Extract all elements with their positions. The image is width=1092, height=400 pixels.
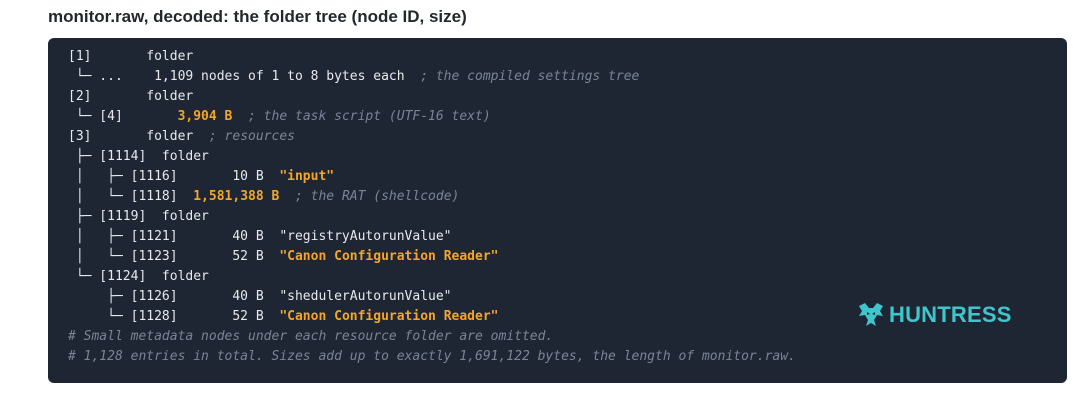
code-text: [3] folder: [68, 129, 209, 144]
code-text: └─ ... 1,109 nodes of 1 to 8 bytes each: [68, 69, 421, 84]
code-comment: ; the task script (UTF-16 text): [248, 109, 491, 124]
code-text: [232, 109, 248, 124]
code-text: └─ [4]: [68, 109, 178, 124]
code-line: # 1,128 entries in total. Sizes add up t…: [68, 347, 1067, 367]
code-line: # Small metadata nodes under each resour…: [68, 327, 1067, 347]
code-text: │ └─ [1123] 52 B: [68, 249, 280, 264]
code-line: ├─ [1126] 40 B "shedulerAutorunValue": [68, 287, 1067, 307]
code-line: [2] folder: [68, 87, 1067, 107]
code-text: [279, 189, 295, 204]
code-text: [1] folder: [68, 49, 194, 64]
code-line: [1] folder: [68, 47, 1067, 67]
code-line: └─ [1128] 52 B "Canon Configuration Read…: [68, 307, 1067, 327]
logo-text: HUNTRESS: [889, 302, 1012, 327]
code-line: └─ [1124] folder: [68, 267, 1067, 287]
code-line: │ ├─ [1116] 10 B "input": [68, 167, 1067, 187]
code-text: ├─ [1119] folder: [68, 209, 209, 224]
code-text: │ └─ [1118]: [68, 189, 194, 204]
code-comment: # 1,128 entries in total. Sizes add up t…: [68, 349, 796, 364]
code-text: ├─ [1114] folder: [68, 149, 209, 164]
code-line: [3] folder ; resources: [68, 127, 1067, 147]
code-line: ├─ [1119] folder: [68, 207, 1067, 227]
code-text: └─ [1128] 52 B: [68, 309, 280, 324]
code-line: │ └─ [1123] 52 B "Canon Configuration Re…: [68, 247, 1067, 267]
code-line: └─ ... 1,109 nodes of 1 to 8 bytes each …: [68, 67, 1067, 87]
code-text: [2] folder: [68, 89, 194, 104]
code-comment: ; the RAT (shellcode): [294, 189, 460, 204]
huntress-logo-icon: [859, 303, 883, 326]
code-highlight: "input": [279, 169, 335, 184]
code-line: │ └─ [1118] 1,581,388 B ; the RAT (shell…: [68, 187, 1067, 207]
code-line: ├─ [1114] folder: [68, 147, 1067, 167]
code-lines: [1] folder └─ ... 1,109 nodes of 1 to 8 …: [68, 47, 1067, 367]
page-title: monitor.raw, decoded: the folder tree (n…: [48, 7, 467, 26]
code-comment: ; the compiled settings tree: [420, 69, 640, 84]
huntress-logo: HUNTRESS: [857, 300, 1012, 330]
code-block: [1] folder └─ ... 1,109 nodes of 1 to 8 …: [48, 38, 1067, 383]
code-highlight: 3,904 B: [177, 109, 233, 124]
code-comment: ; resources: [208, 129, 295, 144]
code-text: ├─ [1126] 40 B "shedulerAutorunValue": [68, 289, 452, 304]
code-text: │ ├─ [1116] 10 B: [68, 169, 280, 184]
code-highlight: "Canon Configuration Reader": [279, 249, 499, 264]
code-line: │ ├─ [1121] 40 B "registryAutorunValue": [68, 227, 1067, 247]
code-highlight: "Canon Configuration Reader": [279, 309, 499, 324]
code-highlight: 1,581,388 B: [193, 189, 280, 204]
code-comment: # Small metadata nodes under each resour…: [68, 329, 554, 344]
code-text: └─ [1124] folder: [68, 269, 209, 284]
code-line: └─ [4] 3,904 B ; the task script (UTF-16…: [68, 107, 1067, 127]
code-text: │ ├─ [1121] 40 B "registryAutorunValue": [68, 229, 452, 244]
